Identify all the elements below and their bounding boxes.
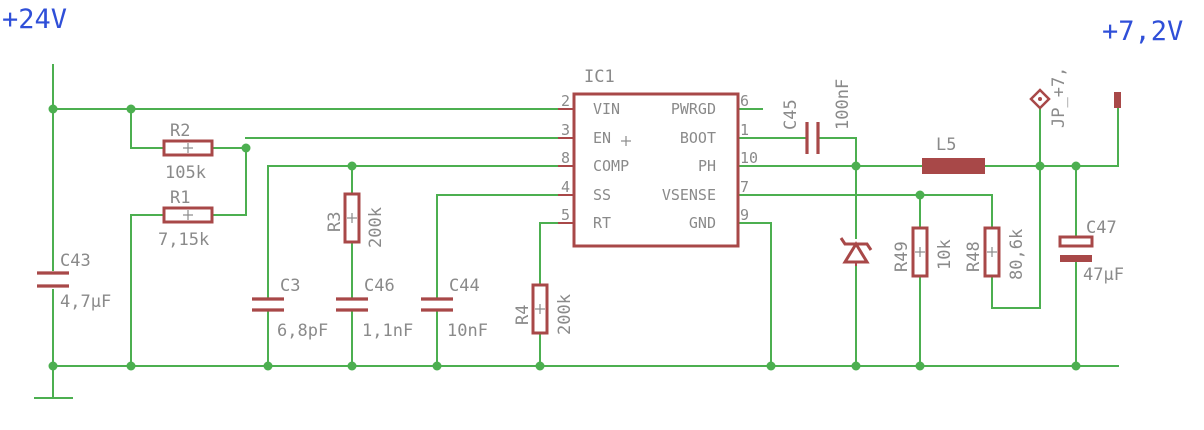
c3-ref: C3 (280, 276, 300, 296)
pin-num-en: 3 (561, 121, 570, 139)
pin-name-vsense: VSENSE (662, 186, 716, 204)
r2-value: 105k (165, 163, 206, 183)
pin-num-comp: 8 (561, 149, 570, 167)
r3-value: 200k (366, 207, 386, 248)
resistor-r48: R48 80,6k (964, 226, 1027, 280)
pin-name-pwrgd: PWRGD (671, 100, 716, 118)
pin-num-boot: 1 (740, 121, 749, 139)
c44-value: 10nF (447, 321, 488, 341)
pin-num-ph: 10 (740, 149, 758, 167)
resistor-r3: R3 200k (325, 192, 386, 248)
c46-value: 1,1nF (362, 321, 413, 341)
pin-num-vin: 2 (561, 92, 570, 110)
jumper-jp7: JP_+7, (1029, 67, 1121, 128)
capacitor-c46: C46 1,1nF (336, 276, 413, 341)
ic1-chip: IC1 2 3 8 4 5 VIN EN COMP SS RT PWRGD BO… (558, 67, 758, 248)
pin-name-rt: RT (593, 214, 611, 232)
pin-name-boot: BOOT (680, 129, 716, 147)
pin-num-pwrgd: 6 (740, 92, 749, 110)
l5-ref: L5 (936, 135, 956, 155)
pin-num-ss: 4 (561, 178, 570, 196)
r4-value: 200k (555, 294, 575, 335)
c43-value: 4,7µF (60, 292, 111, 312)
jp-ref: JP_+7, (1049, 67, 1069, 128)
rail-label-24v: +24V (2, 4, 67, 35)
r1-value: 7,15k (158, 230, 209, 250)
c44-ref: C44 (449, 276, 480, 296)
c43-ref: C43 (60, 251, 91, 271)
r1-ref: R1 (170, 188, 190, 208)
resistor-r1: R1 7,15k (158, 188, 214, 250)
pin-name-ph: PH (698, 157, 716, 175)
capacitor-c3: C3 6,8pF (252, 276, 328, 341)
r48-ref: R48 (964, 241, 984, 272)
pin-name-gnd: GND (689, 214, 716, 232)
capacitor-c45: C45 100nF (781, 79, 853, 154)
c47-ref: C47 (1086, 218, 1117, 238)
r49-ref: R49 (892, 241, 912, 272)
schottky-diode (839, 237, 873, 266)
capacitor-c47: C47 47µF (1058, 218, 1124, 285)
c3-value: 6,8pF (277, 321, 328, 341)
junction-dots (48, 104, 1081, 371)
r48-value: 80,6k (1007, 229, 1027, 280)
pin-num-rt: 5 (561, 206, 570, 224)
resistor-r49: R49 10k (892, 226, 955, 278)
resistor-r2: R2 105k (162, 121, 214, 183)
resistor-r4: R4 200k (513, 283, 575, 335)
capacitor-c43: C43 4,7µF (37, 251, 111, 312)
rail-label-7v2: +7,2V (1102, 16, 1183, 47)
ic1-ref: IC1 (584, 67, 615, 87)
r4-ref: R4 (513, 305, 533, 325)
r49-value: 10k (935, 239, 955, 270)
pin-num-gnd: 9 (740, 206, 749, 224)
r3-ref: R3 (325, 212, 345, 232)
c47-value: 47µF (1083, 265, 1124, 285)
inductor-l5: L5 (922, 135, 985, 174)
pin-name-vin: VIN (593, 100, 620, 118)
c45-ref: C45 (781, 99, 801, 130)
pin-name-comp: COMP (593, 157, 629, 175)
pin-name-ss: SS (593, 186, 611, 204)
capacitor-c44: C44 10nF (421, 276, 488, 341)
wires (34, 64, 1119, 399)
c45-value: 100nF (833, 79, 853, 130)
r2-ref: R2 (170, 121, 190, 141)
c46-ref: C46 (364, 276, 395, 296)
pin-name-en: EN (593, 129, 611, 147)
pin-num-vsense: 7 (740, 178, 749, 196)
